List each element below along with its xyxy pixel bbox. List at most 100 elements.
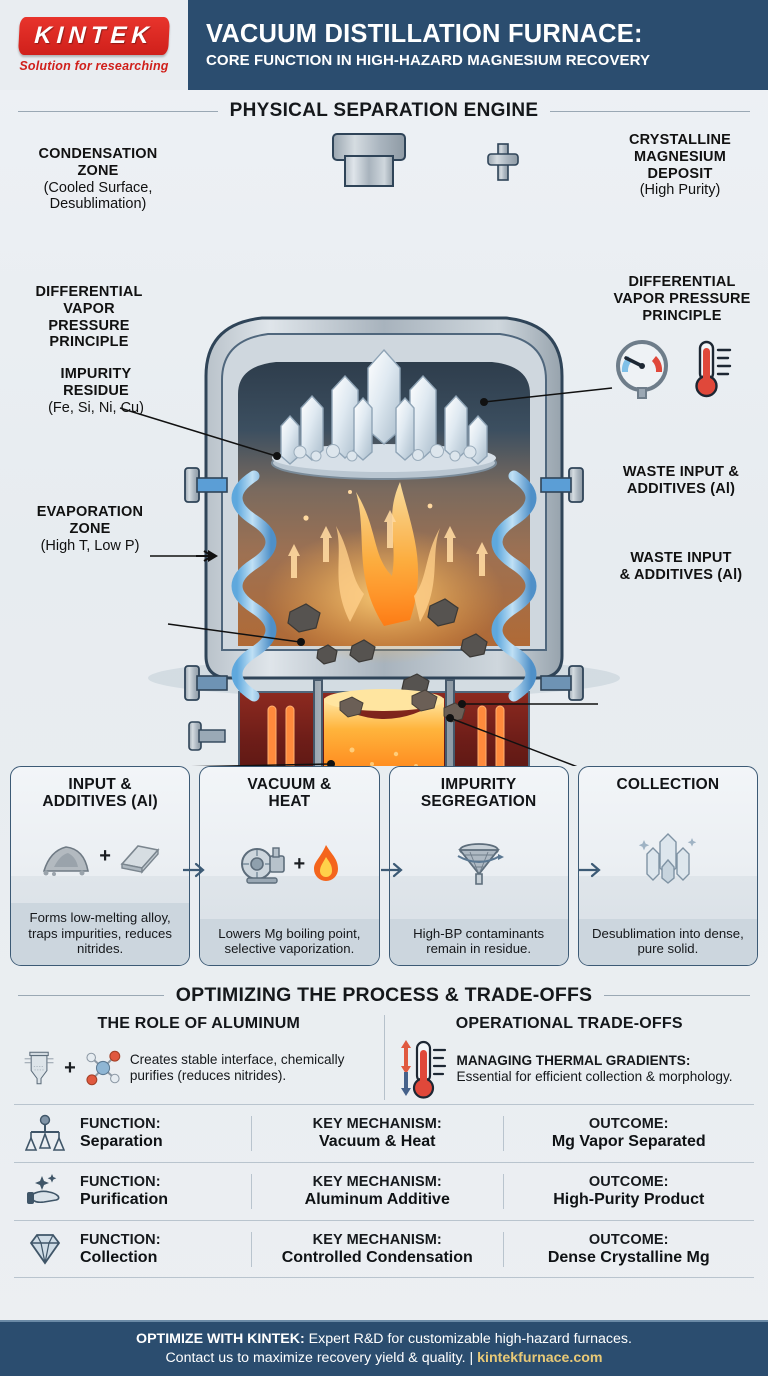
label-crystal-sub: (High Purity) bbox=[639, 182, 721, 199]
page-subtitle: CORE FUNCTION IN HIGH-HAZARD MAGNESIUM R… bbox=[206, 52, 651, 70]
row2-outcome-value: High-Purity Product bbox=[553, 1191, 705, 1208]
row3-function-value: Collection bbox=[80, 1248, 158, 1266]
optimizing-heading-label: OPTIMIZING THE PROCESS & TRADE-OFFS bbox=[175, 984, 593, 1006]
aluminum-role-heading: THE ROLE OF ALUMINUM bbox=[97, 1015, 300, 1032]
optimizing-column-aluminum: THE ROLE OF ALUMINUM + bbox=[14, 1015, 384, 1100]
label-waste-bottom-l2: & ADDITIVES (Al) bbox=[619, 566, 743, 583]
thermometer-icon bbox=[695, 340, 732, 398]
label-differential-vapor-pressure-left: DIFFERENTIAL VAPOR PRESSURE PRINCIPLE bbox=[14, 284, 164, 351]
table-cell-mechanism: KEY MECHANISM: Controlled Condensation bbox=[251, 1231, 503, 1267]
table-row: FUNCTION: Purification KEY MECHANISM: Al… bbox=[14, 1162, 754, 1220]
section-heading-label: PHYSICAL SEPARATION ENGINE bbox=[229, 100, 539, 121]
aluminum-ingot-icon bbox=[120, 844, 160, 874]
balance-scale-icon bbox=[14, 1114, 76, 1154]
footer-cta-rest: Expert R&D for customizable high-hazard … bbox=[304, 1330, 632, 1347]
process-card-2-desc: Lowers Mg boiling point, selective vapor… bbox=[200, 918, 379, 965]
footer-cta-bold: OPTIMIZE WITH KINTEK: bbox=[136, 1330, 305, 1347]
aluminum-role-text: Creates stable interface, chemically pur… bbox=[129, 1051, 345, 1083]
divider-right bbox=[550, 110, 750, 112]
label-evaporation-zone-sub: (High T, Low P) bbox=[40, 537, 140, 554]
process-card-vacuum-heat[interactable]: VACUUM &HEAT + bbox=[199, 766, 380, 966]
divider-left-2 bbox=[18, 995, 164, 996]
tradeoffs-body: Essential for efficient collection & mor… bbox=[456, 1069, 733, 1084]
furnace-illustration bbox=[119, 133, 620, 766]
label-waste-bottom-l1: WASTE INPUT bbox=[630, 550, 732, 566]
row3-mechanism-key: KEY MECHANISM: bbox=[312, 1231, 442, 1248]
sparkle-hand-icon bbox=[14, 1172, 76, 1212]
row1-function-value: Separation bbox=[80, 1133, 163, 1150]
process-card-1-title: INPUT &ADDITIVES (Al) bbox=[42, 776, 158, 811]
tradeoffs-text: MANAGING THERMAL GRADIENTS: Essential fo… bbox=[457, 1053, 733, 1086]
thermal-gradient-thermometer-icon bbox=[400, 1040, 446, 1099]
row2-function-value: Purification bbox=[80, 1191, 169, 1208]
row3-function-key: FUNCTION: bbox=[80, 1231, 161, 1248]
label-dvp-right-l3: PRINCIPLE bbox=[642, 307, 722, 324]
label-waste-input-bottom: WASTE INPUT & ADDITIVES (Al) bbox=[598, 550, 764, 584]
label-crystal-l1: CRYSTALLINE bbox=[628, 132, 732, 148]
pressure-gauge-icon bbox=[616, 340, 668, 399]
process-card-input-additives[interactable]: INPUT &ADDITIVES (Al) + bbox=[10, 766, 191, 966]
summary-table: FUNCTION: Separation KEY MECHANISM: Vacu… bbox=[0, 1100, 768, 1278]
molecule-icon bbox=[86, 1050, 121, 1086]
row1-outcome-value: Mg Vapor Separated bbox=[551, 1133, 706, 1150]
process-card-3-desc: High-BP contaminants remain in residue. bbox=[389, 918, 568, 965]
plus-sign-icon: + bbox=[64, 1056, 76, 1079]
process-card-4-title: COLLECTION bbox=[616, 776, 720, 793]
divider-right-2 bbox=[604, 995, 751, 996]
process-flow: INPUT &ADDITIVES (Al) + bbox=[0, 766, 768, 981]
diamond-icon bbox=[14, 1229, 76, 1269]
table-cell-outcome: OUTCOME: High-Purity Product bbox=[502, 1174, 755, 1209]
row3-outcome-value: Dense Crystalline Mg bbox=[547, 1248, 710, 1266]
label-dvp-right-l1: DIFFERENTIAL bbox=[628, 274, 736, 290]
table-cell-mechanism: KEY MECHANISM: Vacuum & Heat bbox=[251, 1116, 503, 1151]
brand-logo: KINTEK Solution for researching bbox=[0, 0, 188, 90]
scrap-pile-icon bbox=[43, 845, 90, 876]
label-waste-top-l2: ADDITIVES (Al) bbox=[626, 480, 736, 497]
logo-pill: KINTEK bbox=[18, 17, 170, 55]
process-card-2-title: VACUUM &HEAT bbox=[247, 776, 332, 811]
label-dvp-right-l2: VAPOR PRESSURE bbox=[613, 290, 751, 307]
funnel-filter-icon bbox=[457, 843, 504, 886]
header-title-bar: VACUUM DISTILLATION FURNACE: CORE FUNCTI… bbox=[188, 0, 768, 90]
plus-sign-icon: + bbox=[99, 845, 111, 868]
label-crystal-l3: DEPOSIT bbox=[647, 165, 713, 182]
table-cell-outcome: OUTCOME: Mg Vapor Separated bbox=[502, 1116, 755, 1151]
label-evaporation-zone-l1: EVAPORATION bbox=[36, 504, 144, 520]
page-header: KINTEK Solution for researching VACUUM D… bbox=[0, 0, 768, 90]
process-card-2-icons: + bbox=[237, 810, 343, 919]
label-waste-top-l1: WASTE INPUT & bbox=[622, 464, 740, 480]
footer-contact-text: Contact us to maximize recovery yield & … bbox=[165, 1350, 478, 1366]
label-crystal-l2: MAGNESIUM bbox=[633, 148, 727, 165]
label-condensation-zone-sub1: (Cooled Surface, bbox=[43, 179, 153, 196]
label-evaporation-zone: EVAPORATION ZONE (High T, Low P) bbox=[10, 504, 170, 554]
row2-outcome-key: OUTCOME: bbox=[588, 1174, 669, 1190]
section-heading-optimizing: OPTIMIZING THE PROCESS & TRADE-OFFS bbox=[0, 981, 768, 1011]
row1-function-key: FUNCTION: bbox=[80, 1116, 161, 1132]
row2-function-key: FUNCTION: bbox=[80, 1174, 161, 1190]
tradeoffs-lead: MANAGING THERMAL GRADIENTS: bbox=[456, 1052, 691, 1068]
flame-icon bbox=[314, 845, 339, 882]
footer-cta-line1: OPTIMIZE WITH KINTEK: Expert R&D for cus… bbox=[136, 1330, 632, 1349]
label-dvp-left-l4: PRINCIPLE bbox=[49, 334, 129, 351]
process-card-1-icons: + bbox=[38, 810, 162, 903]
vacuum-pump-icon bbox=[240, 847, 285, 885]
label-crystalline-magnesium-deposit: CRYSTALLINE MAGNESIUM DEPOSIT (High Puri… bbox=[600, 132, 760, 199]
table-cell-mechanism: KEY MECHANISM: Aluminum Additive bbox=[251, 1174, 503, 1209]
process-card-4-desc: Desublimation into dense, pure solid. bbox=[578, 918, 757, 965]
row1-outcome-key: OUTCOME: bbox=[588, 1116, 669, 1132]
footer-website-link[interactable]: kintekfurnace.com bbox=[477, 1350, 603, 1366]
label-impurity-residue-l1: IMPURITY bbox=[60, 366, 132, 382]
label-impurity-residue-l2: RESIDUE bbox=[63, 382, 129, 399]
page-footer: OPTIMIZE WITH KINTEK: Expert R&D for cus… bbox=[0, 1320, 768, 1376]
table-cell-function: FUNCTION: Purification bbox=[76, 1174, 251, 1209]
process-card-collection[interactable]: COLLECTION bbox=[577, 766, 758, 966]
table-cell-function: FUNCTION: Collection bbox=[76, 1232, 251, 1267]
label-dvp-left-l2: VAPOR bbox=[63, 300, 115, 317]
divider-left bbox=[18, 110, 218, 112]
table-row: FUNCTION: Separation KEY MECHANISM: Vacu… bbox=[14, 1104, 754, 1162]
footer-cta-line2: Contact us to maximize recovery yield & … bbox=[165, 1349, 602, 1368]
process-card-1-desc: Forms low-melting alloy, traps impuritie… bbox=[11, 903, 190, 965]
row1-mechanism-key: KEY MECHANISM: bbox=[312, 1116, 442, 1132]
